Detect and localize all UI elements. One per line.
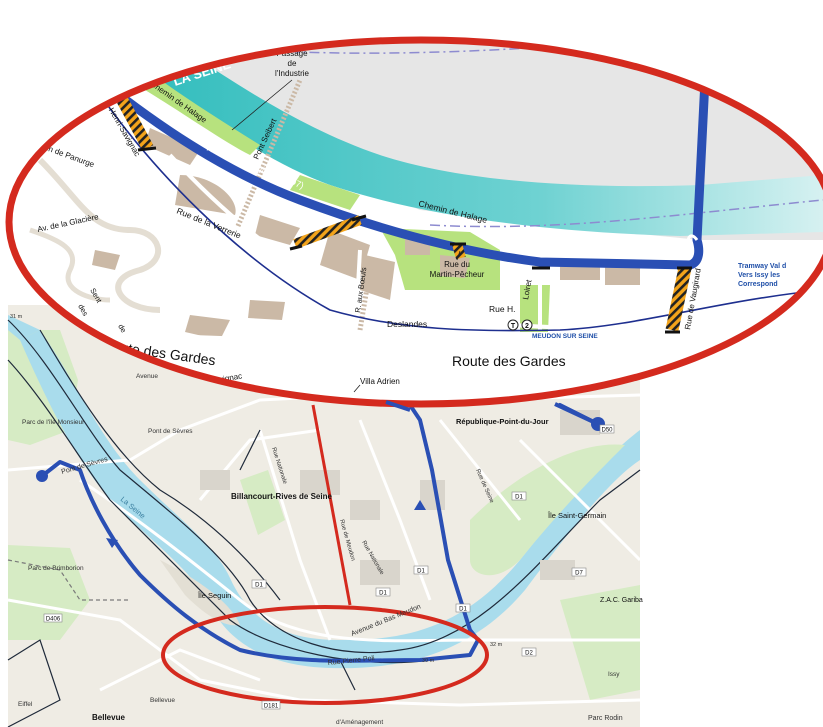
park-area (240, 470, 285, 535)
tram-line-badge: 2 (525, 323, 529, 330)
street-label: Avenue (136, 373, 158, 380)
park-area (8, 545, 90, 640)
tram-t-badge: T (511, 323, 516, 330)
street-label: de (116, 323, 128, 335)
route-direction-arrow (414, 500, 426, 510)
passage-label: l'Industrie (275, 69, 310, 78)
place-label: Billancourt-Rives de Seine (231, 492, 332, 501)
road-badge: D1 (379, 591, 387, 597)
zoom-ellipse-border (5, 36, 823, 408)
tram-station-badge: T 2 (507, 319, 533, 331)
road-badge: D406 (46, 617, 61, 623)
street-label: Rue H. (489, 304, 515, 314)
street-label: Deslandes (387, 319, 427, 329)
zoom-inset: T 2 LA SEINE Passage de l'Industrie Chem… (5, 36, 823, 426)
villa-pointer (353, 384, 361, 393)
closure-segment (293, 215, 362, 249)
elevation-label: 30 m (422, 658, 435, 664)
place-label: Parc de Brimborion (28, 565, 84, 572)
park-area (560, 585, 640, 700)
road-badge: D1 (515, 495, 523, 501)
route-direction-arrow (106, 538, 118, 548)
place-label: Eiffel (18, 701, 33, 708)
route-connector (385, 400, 411, 412)
street-label: Route des Gardes (452, 353, 566, 369)
elevation-label: 32 m (490, 642, 503, 648)
road-badge: D181 (264, 704, 279, 710)
route-connector (554, 402, 599, 426)
road-badge: D50 (601, 428, 613, 434)
elevation-labels: 31 m 30 m 32 m (10, 314, 503, 664)
passage-label: de (288, 59, 297, 68)
road-badge: D2 (525, 651, 533, 657)
dashed-boundary (7, 559, 130, 601)
place-label: Île Seguin (197, 591, 231, 600)
elevation-label: 31 m (10, 314, 23, 320)
place-label: Île Saint-Germain (547, 511, 606, 520)
tramway-note: Correspond (738, 281, 778, 288)
passage-pointer (231, 79, 293, 131)
closure-segment (452, 242, 466, 260)
zoom-route (97, 40, 712, 270)
street-label: Rue Pierre Poli (327, 655, 375, 667)
river-seine-upper (8, 315, 40, 340)
ile-seguin (160, 560, 240, 626)
place-label: Pont de Sèvres (148, 428, 193, 435)
place-label: d'Aménagement (336, 719, 383, 726)
street-label: Martin-Pêcheur (430, 270, 485, 279)
zoom-river-seine (120, 40, 823, 236)
station-label: MEUDON SUR SEINE (532, 333, 598, 340)
river-seine (20, 330, 640, 669)
place-label: Bellevue (150, 697, 175, 704)
closure-segment (112, 89, 154, 151)
sentier-path (37, 157, 162, 313)
closure-segment (665, 266, 692, 332)
street-label: Loiret (521, 278, 533, 300)
place-label: Z.A.C. Gariba (600, 597, 643, 604)
highlight-ellipse (161, 605, 489, 705)
street-label: Rue du (444, 260, 470, 269)
park-strip (290, 175, 360, 210)
road-badge: D1 (459, 607, 467, 613)
passage-label: Passage (276, 49, 308, 58)
building-blocks (200, 410, 600, 585)
sentier-path (29, 227, 111, 303)
road-badges: D1 D1 D1 D1 D1 D7 D2 D181 D406 D50 (43, 424, 615, 710)
zoom-connector-line (311, 404, 352, 606)
route-start-point (36, 470, 48, 482)
tramway-note: Vers Issy les (738, 272, 780, 279)
commune-boundaries (7, 319, 641, 727)
place-label: République-Point-du-Jour (456, 417, 549, 426)
place-label: Bellevue (92, 713, 125, 722)
place-label: Parc Rodin (588, 715, 623, 722)
stair-path (235, 79, 303, 227)
place-label: Parc de l'île Monsieur (22, 419, 85, 426)
tramway-note: Tramway Val d (738, 263, 786, 270)
route-turn (686, 234, 699, 251)
road-badge: D1 (255, 583, 263, 589)
place-label: Issy (608, 671, 620, 678)
street-label: Villa Adrien (360, 377, 400, 386)
martin-pointer (456, 250, 461, 261)
park-strip (120, 65, 260, 155)
road-badge: D7 (575, 571, 583, 577)
ile-saint-germain (470, 444, 625, 576)
road-badge: D1 (417, 569, 425, 575)
